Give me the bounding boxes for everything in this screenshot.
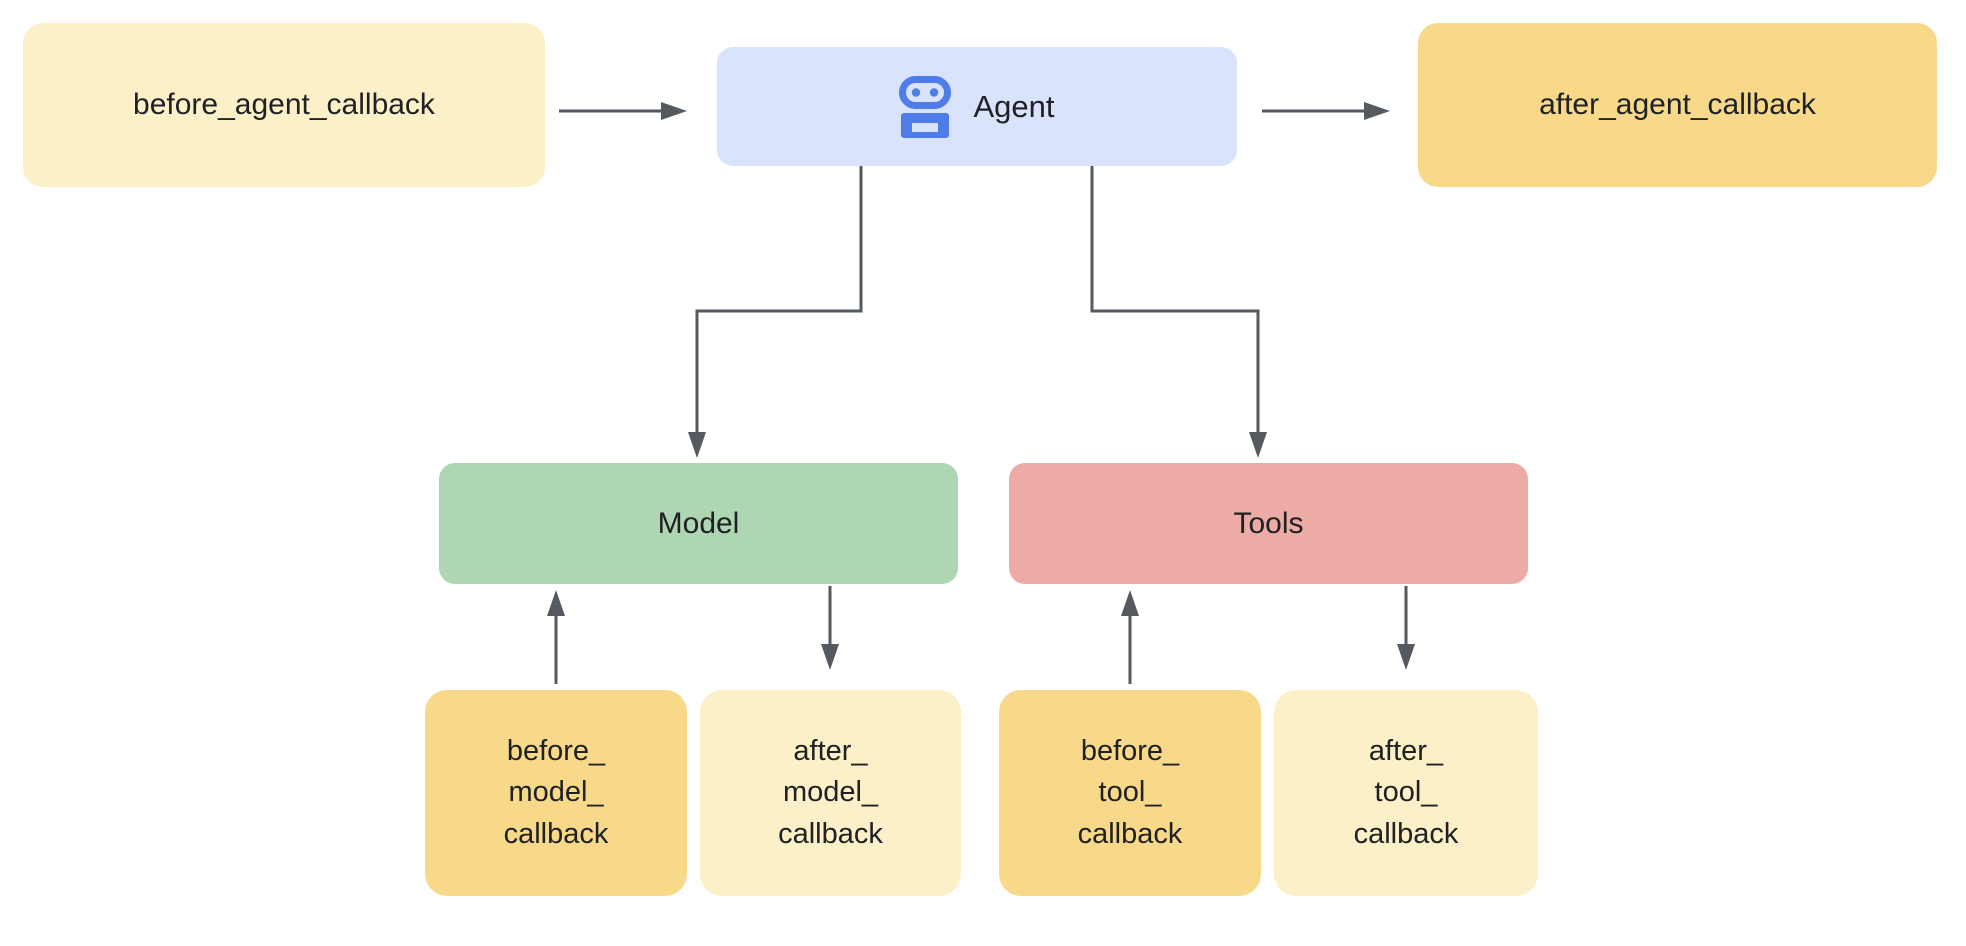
arrow-agent-to-after-agent [1262, 102, 1390, 120]
node-before-agent-callback: before_agent_callback [23, 23, 545, 187]
before-model-line-3: callback [503, 817, 609, 850]
after-tool-line-2: tool_ [1374, 776, 1438, 809]
arrow-tools-to-after-tool [1397, 586, 1415, 670]
after-tool-line-1: after_ [1368, 735, 1444, 768]
node-model: Model [439, 463, 958, 584]
arrow-agent-to-tools [1090, 166, 1267, 458]
agent-label: Agent [973, 88, 1055, 124]
node-after-tool-callback: after_ tool_ callback [1274, 690, 1538, 896]
robot-icon [899, 75, 952, 138]
tools-label: Tools [1233, 506, 1304, 540]
after-tool-line-3: callback [1353, 817, 1459, 850]
arrow-before-model-to-model [547, 590, 565, 684]
before-model-line-2: model_ [508, 776, 604, 809]
before-model-line-1: before_ [506, 735, 606, 768]
node-before-model-callback: before_ model_ callback [425, 690, 687, 896]
node-agent: Agent [717, 47, 1237, 166]
arrow-agent-to-model [688, 166, 863, 458]
agent-content: Agent [899, 75, 1055, 138]
arrow-before-agent-to-agent [559, 102, 687, 120]
node-after-model-callback: after_ model_ callback [700, 690, 961, 896]
node-tools: Tools [1009, 463, 1528, 584]
arrow-before-tool-to-tools [1121, 590, 1139, 684]
after-agent-callback-label: after_agent_callback [1539, 88, 1816, 121]
model-label: Model [657, 506, 740, 540]
after-model-line-1: after_ [793, 735, 868, 768]
node-after-agent-callback: after_agent_callback [1418, 23, 1937, 187]
arrow-model-to-after-model [821, 586, 839, 670]
after-model-line-3: callback [778, 817, 883, 850]
before-tool-line-2: tool_ [1098, 776, 1162, 809]
before-agent-callback-label: before_agent_callback [133, 88, 435, 121]
node-before-tool-callback: before_ tool_ callback [999, 690, 1261, 896]
after-model-line-2: model_ [782, 776, 879, 809]
before-tool-line-3: callback [1077, 817, 1183, 850]
before-tool-line-1: before_ [1080, 735, 1180, 768]
